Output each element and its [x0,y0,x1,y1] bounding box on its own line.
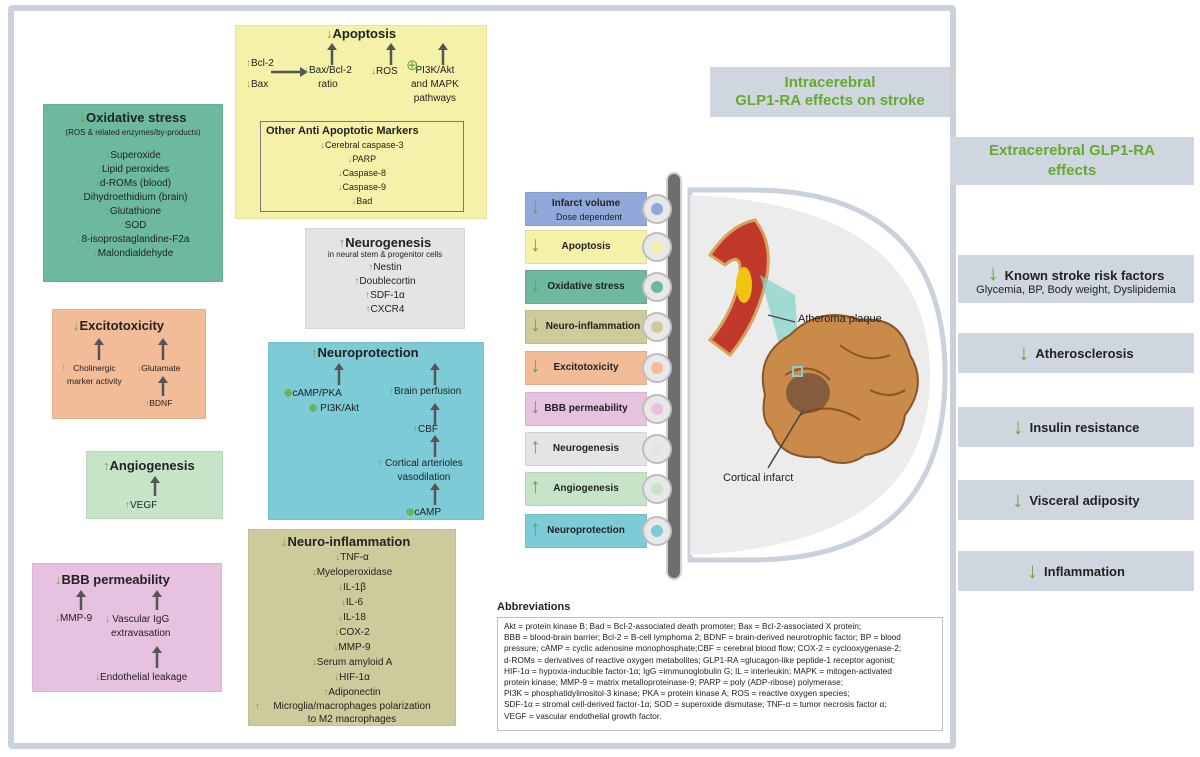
up-arrow-icon [76,590,86,610]
up-arrow-icon [150,476,160,496]
oxidative-stress-title: ↓Oxidative stress [79,110,187,125]
up-arrow-icon [158,376,168,396]
risk-factors-title: Known stroke risk factors [1004,268,1165,283]
plus-circle-icon: ⊕ [406,507,415,518]
bcl2-label: Bcl-2 [251,58,274,69]
down-arrow-icon: ↓ [530,354,541,377]
up-arrow-icon [327,43,337,65]
legend-apoptosis: ↓Apoptosis [525,230,647,264]
apoptosis-box: ↓Apoptosis ↑Bcl-2 ↓Bax ↓Bax/Bcl-2 ratio … [235,25,487,219]
inflammation-box: ↓Inflammation [958,551,1194,591]
intracerebral-title-box: Intracerebral GLP1-RA effects on stroke [710,67,950,117]
legend-excitotoxicity: ↓Excitotoxicity [525,351,647,385]
up-arrow-icon [152,646,162,668]
main-frame [8,5,956,749]
knob-neurogenesis [642,434,672,464]
down-arrow-icon: ↓ [326,26,333,41]
legend-neurogenesis: ↑Neurogenesis [525,432,647,466]
oxidative-stress-box: ↓Oxidative stress (ROS & related enzymes… [43,104,223,282]
up-arrow-icon [430,483,440,505]
up-arrow-icon: ↑ [530,435,541,458]
neuroprotection-box: ↑Neuroprotection ⊕cAMP/PKA ⊕ PI3K/Akt ↑B… [268,342,484,520]
down-arrow-icon: ↓ [1012,414,1024,439]
visceral-adiposity-box: ↓Visceral adiposity [958,480,1194,520]
bbb-permeability-box: ↓BBB permeability ↓MMP-9 ↓Vascular IgG e… [32,563,222,692]
up-arrow-icon [438,43,448,65]
up-arrow-icon [386,43,396,65]
legend-bbb-permeability: ↓BBB permeability [525,392,647,426]
knob-infarct [642,194,672,224]
up-arrow-icon [158,338,168,360]
other-anti-apoptotic-box: Other Anti Apoptotic Markers ↓Cerebral c… [260,121,464,212]
plus-circle-icon: ⊕ [406,57,419,74]
angiogenesis-title: ↑Angiogenesis [103,458,195,473]
neurogenesis-title: ↑Neurogenesis [338,235,432,250]
knob-bbb [642,394,672,424]
cortical-infarct-label: Cortical infarct [723,472,794,484]
abbreviations-title: Abbreviations [497,601,571,613]
up-arrow-icon [430,435,440,457]
bax-label: Bax [251,79,269,90]
down-arrow-icon: ↓ [987,260,999,285]
plus-circle-icon: ⊕ [309,403,318,414]
legend-oxidative-stress: ↓Oxidative stress [525,270,647,304]
brain-illustration [687,187,948,563]
neuroinflammation-title: ↓Neuro-inflammation [281,534,411,549]
up-arrow-icon: ↑ [530,517,541,540]
up-arrow-icon: ↑ [246,58,251,69]
insulin-resistance-box: ↓Insulin resistance [958,407,1194,447]
brain-icon [761,314,919,464]
bax-bcl2-ratio-label: Bax/Bcl-2 ratio [309,65,352,90]
ros-label: ROS [376,66,398,77]
up-arrow-icon [152,590,162,610]
legend-neuroprotection: ↑Neuroprotection [525,514,647,548]
down-arrow-icon: ↓ [530,395,541,418]
angiogenesis-box: ↑Angiogenesis ↑VEGF [86,451,223,519]
down-arrow-icon: ↓ [246,79,251,90]
down-arrow-icon: ↓ [530,273,541,296]
abbreviations-box: Akt = protein kinase B; Bad = Bcl-2-asso… [497,617,943,731]
excitotoxicity-box: ↓Excitotoxicity ↑Cholinergic marker acti… [52,309,206,419]
oxidative-stress-subtitle: (ROS & related enzymes/by-products) [65,128,201,137]
down-arrow-icon: ↓ [1027,558,1039,583]
up-arrow-icon [334,363,344,385]
other-anti-apoptotic-title: Other Anti Apoptotic Markers [266,125,419,137]
knob-neuroinflammation [642,312,672,342]
risk-factors-subtitle: Glycemia, BP, Body weight, Dyslipidemia [976,284,1176,296]
knob-excitotoxicity [642,353,672,383]
down-arrow-icon: ↓ [371,66,376,77]
extracerebral-title-box: Extracerebral GLP1-RA effects [950,137,1194,185]
legend-neuroinflammation: ↓Neuro-inflammation [525,310,647,344]
neuroprotection-title: ↑Neuroprotection [311,345,419,360]
bbb-permeability-title: ↓BBB permeability [55,572,170,587]
legend-angiogenesis: ↑Angiogenesis [525,472,647,506]
down-arrow-icon: ↓ [304,65,309,76]
knob-apoptosis [642,232,672,262]
right-arrow-icon [271,67,308,77]
down-arrow-icon: ↓ [530,233,541,256]
neuroinflammation-box: ↓Neuro-inflammation ↓TNF-α ↓Myeloperoxid… [248,529,456,726]
up-arrow-icon: ↑ [530,475,541,498]
down-arrow-icon: ↓ [530,195,541,218]
knob-neuroprotection [642,516,672,546]
atherosclerosis-box: ↓Atherosclerosis [958,333,1194,373]
up-arrow-icon [430,403,440,425]
knob-oxidative [642,272,672,302]
plus-circle-icon: ⊕ [284,388,293,399]
excitotoxicity-title: ↓Excitotoxicity [73,318,165,333]
down-arrow-icon: ↓ [1012,487,1024,512]
down-arrow-icon: ↓ [530,313,541,336]
pi3k-mapk-label: PI3K/Akt and MAPK pathways [411,65,459,104]
apoptosis-title: ↓Apoptosis [326,26,397,41]
down-arrow-icon: ↓ [1018,340,1030,365]
risk-factors-box: ↓ Known stroke risk factors Glycemia, BP,… [958,255,1194,303]
up-arrow-icon [430,363,440,385]
neurogenesis-box: ↑Neurogenesis in neural stem & progenito… [305,228,465,329]
up-arrow-icon [94,338,104,360]
knob-angiogenesis [642,474,672,504]
atheroma-plaque-label: Atheroma plaque [798,313,882,325]
